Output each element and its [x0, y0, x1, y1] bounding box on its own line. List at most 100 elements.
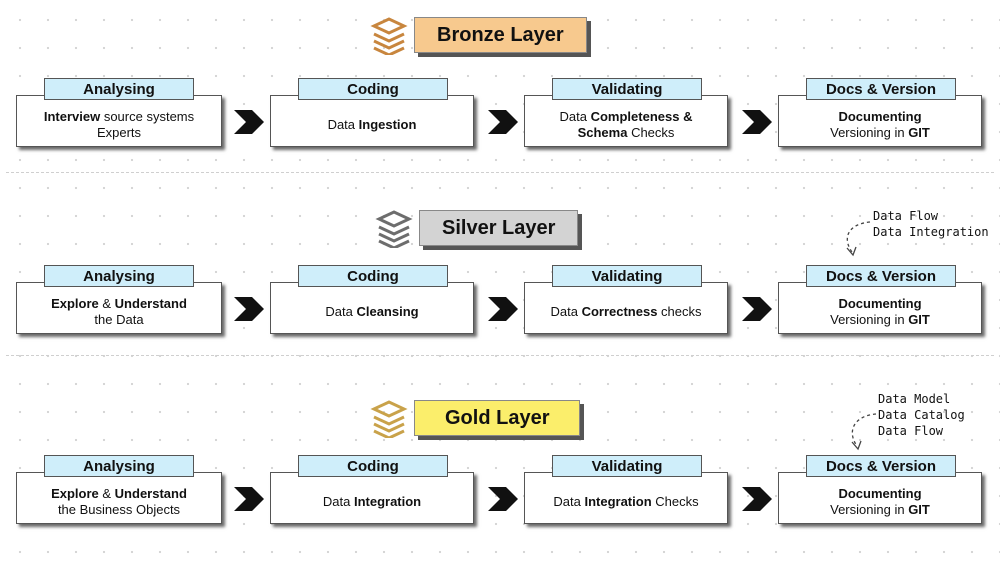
step-line-1: Data Cleansing	[325, 304, 418, 320]
step-validating: Data Correctness checks	[524, 282, 728, 334]
text-bold: Correctness	[581, 304, 658, 319]
text-bold: Integration	[353, 494, 422, 509]
step-tag-docs-version: Docs & Version	[806, 265, 956, 287]
step-tag-coding: Coding	[298, 455, 448, 477]
text-bold: Interview	[43, 109, 101, 124]
step-coding: Data Ingestion	[270, 95, 474, 147]
step-line-2: Versioning in GIT	[830, 312, 930, 328]
step-line-2: Experts	[97, 125, 141, 141]
text-bold: Documenting	[838, 296, 922, 311]
text-bold: GIT	[908, 312, 930, 327]
step-line-2: Versioning in GIT	[830, 125, 930, 141]
text: Checks	[651, 494, 699, 509]
chevron-right-icon	[742, 297, 772, 321]
text: &	[98, 296, 115, 311]
step-line-1: Explore & Understand	[51, 486, 187, 502]
chevron-right-icon	[234, 487, 264, 511]
text-bold: Integration	[584, 494, 652, 509]
chevron-right-icon	[234, 297, 264, 321]
note-line: Data Catalog	[878, 408, 965, 422]
text-bold: Cleansing	[356, 304, 419, 319]
text-bold: Explore	[51, 486, 99, 501]
chevron-right-icon	[488, 487, 518, 511]
text: Data	[559, 109, 591, 124]
text-bold: Documenting	[838, 109, 922, 124]
silver-layer-header: Silver Layer	[375, 208, 579, 248]
step-tag-docs-version: Docs & Version	[806, 455, 956, 477]
layer-title: Bronze Layer	[414, 17, 587, 53]
text-bold: Understand	[114, 486, 187, 501]
text: Data	[327, 117, 359, 132]
step-line-1: Data Integration	[323, 494, 421, 510]
text: Data	[325, 304, 357, 319]
step-coding: Data Integration	[270, 472, 474, 524]
text: &	[98, 486, 115, 501]
step-line-1: Documenting	[838, 109, 921, 125]
step-docs-version: Documenting Versioning in GIT	[778, 282, 982, 334]
step-line-2: the Business Objects	[58, 502, 180, 518]
step-line-1: Data Completeness &	[560, 109, 693, 125]
step-line-1: Data Integration Checks	[553, 494, 698, 510]
bronze-layer-header: Bronze Layer	[370, 15, 587, 55]
note-line: Data Integration	[873, 225, 989, 239]
step-validating: Data Integration Checks	[524, 472, 728, 524]
step-line-1: Data Correctness checks	[550, 304, 701, 320]
layers-stack-icon	[370, 400, 408, 438]
text: Data	[553, 494, 585, 509]
gold-layer-header: Gold Layer	[370, 398, 581, 438]
text: Experts	[96, 125, 142, 140]
step-tag-analysing: Analysing	[44, 455, 194, 477]
chevron-right-icon	[488, 110, 518, 134]
chevron-right-icon	[488, 297, 518, 321]
step-tag-analysing: Analysing	[44, 265, 194, 287]
dashed-pointer-arrow	[851, 413, 877, 451]
step-line-1: Interview source systems	[44, 109, 194, 125]
text-bold: GIT	[908, 502, 930, 517]
step-tag-coding: Coding	[298, 78, 448, 100]
step-coding: Data Cleansing	[270, 282, 474, 334]
text: checks	[657, 304, 702, 319]
layers-stack-icon	[370, 17, 408, 55]
text-bold: Completeness &	[590, 109, 693, 124]
step-tag-validating: Validating	[552, 455, 702, 477]
text-bold: GIT	[908, 125, 930, 140]
step-analysing: Explore & Understand the Business Object…	[16, 472, 222, 524]
step-line-2: the Data	[94, 312, 143, 328]
chevron-right-icon	[742, 487, 772, 511]
step-line-1: Explore & Understand	[51, 296, 187, 312]
step-tag-validating: Validating	[552, 78, 702, 100]
step-line-1: Documenting	[838, 486, 921, 502]
text: source systems	[100, 109, 195, 124]
note-line: Data Flow	[878, 424, 944, 438]
text: Versioning in	[830, 312, 909, 327]
chevron-right-icon	[742, 110, 772, 134]
step-line-2: Schema Checks	[578, 125, 675, 141]
layer-title: Gold Layer	[414, 400, 581, 436]
text: the Data	[94, 312, 144, 327]
text-bold: Explore	[51, 296, 99, 311]
step-docs-version: Documenting Versioning in GIT	[778, 472, 982, 524]
step-analysing: Interview source systems Experts	[16, 95, 222, 147]
text: Checks	[627, 125, 675, 140]
dashed-pointer-arrow	[846, 221, 871, 257]
step-tag-docs-version: Docs & Version	[806, 78, 956, 100]
step-tag-validating: Validating	[552, 265, 702, 287]
docs-note: Data Flow Data Integration	[873, 208, 989, 240]
text: Versioning in	[830, 125, 909, 140]
step-tag-analysing: Analysing	[44, 78, 194, 100]
text-bold: Schema	[577, 125, 628, 140]
separator-2	[6, 355, 994, 356]
step-line-2: Versioning in GIT	[830, 502, 930, 518]
step-validating: Data Completeness & Schema Checks	[524, 95, 728, 147]
text: Versioning in	[830, 502, 909, 517]
step-tag-coding: Coding	[298, 265, 448, 287]
step-line-1: Data Ingestion	[328, 117, 417, 133]
separator-1	[6, 172, 994, 173]
text-bold: Documenting	[838, 486, 922, 501]
chevron-right-icon	[234, 110, 264, 134]
text: Data	[322, 494, 354, 509]
text-bold: Ingestion	[358, 117, 417, 132]
note-line: Data Flow	[873, 209, 939, 223]
text: Data	[550, 304, 582, 319]
docs-note: Data Model Data Catalog Data Flow	[878, 391, 965, 439]
